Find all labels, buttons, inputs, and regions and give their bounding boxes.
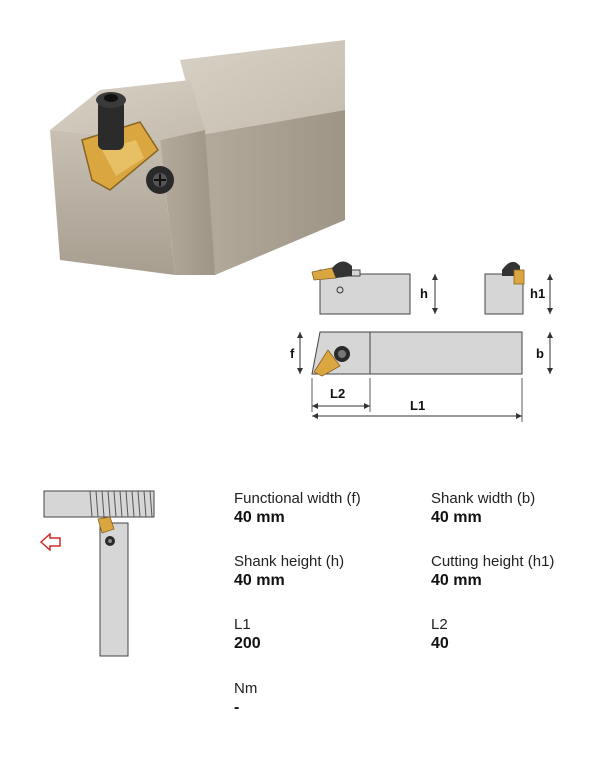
spec-value: 200 [234, 635, 261, 652]
spec-functional-width: Functional width (f) 40 mm [234, 490, 361, 527]
spec-label: L1 [234, 616, 251, 633]
application-diagram [43, 490, 155, 657]
product-photo [50, 40, 345, 275]
technical-drawing: h h1 f b L2 L1 [290, 261, 553, 422]
insert-photo [81, 92, 174, 194]
dim-b-label: b [536, 346, 544, 361]
spec-cutting-height: Cutting height (h1) 40 mm [431, 553, 554, 590]
dim-h1-label: h1 [530, 286, 545, 301]
spec-label: Shank height (h) [234, 553, 345, 570]
dim-l1-label: L1 [410, 398, 425, 413]
spec-value: 40 mm [431, 509, 482, 526]
spec-label: L2 [431, 616, 448, 633]
left-arrow-outline-icon [40, 533, 61, 551]
spec-shank-width: Shank width (b) 40 mm [431, 490, 535, 527]
side-view [311, 261, 411, 315]
spec-label: Cutting height (h1) [431, 553, 555, 570]
spec-value: 40 [431, 635, 449, 652]
spec-l2: L2 40 [431, 616, 449, 653]
spec-value: 40 mm [234, 509, 285, 526]
spec-value: - [234, 699, 240, 716]
spec-value: 40 mm [234, 572, 285, 589]
spec-value: 40 mm [431, 572, 482, 589]
front-view [484, 261, 525, 315]
spec-shank-height: Shank height (h) 40 mm [234, 553, 344, 590]
dim-f-label: f [290, 346, 295, 361]
spec-label: Functional width (f) [234, 490, 361, 507]
spec-l1: L1 200 [234, 616, 261, 653]
spec-nm: Nm - [234, 680, 257, 717]
top-view [311, 331, 523, 377]
dim-h-label: h [420, 286, 428, 301]
spec-label: Shank width (b) [431, 490, 536, 507]
dim-l2-label: L2 [330, 386, 345, 401]
spec-label: Nm [234, 680, 258, 697]
